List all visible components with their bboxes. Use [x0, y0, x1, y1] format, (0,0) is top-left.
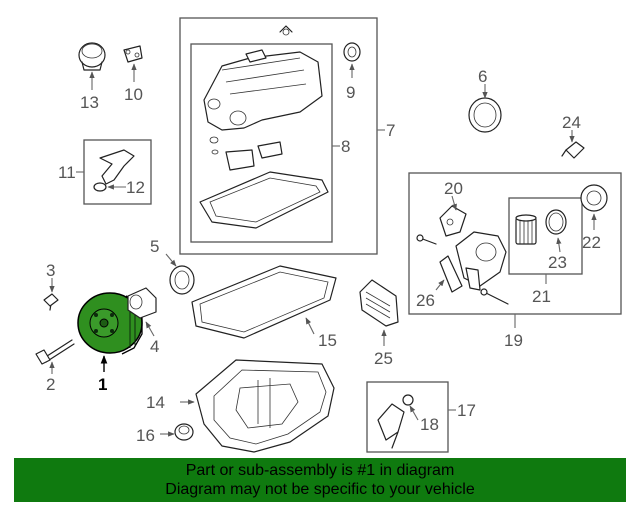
valve-cover-inner-box: [190, 43, 333, 243]
callout-18: 18: [420, 415, 439, 434]
callout-24: 24: [562, 113, 581, 132]
oil-pan-gasket: [191, 265, 337, 339]
callout-19: 19: [504, 331, 523, 350]
callout-14: 14: [146, 393, 165, 412]
valve-cover: [203, 49, 323, 131]
housing-bolt: [416, 234, 437, 245]
oil-filler-cap: [78, 42, 106, 71]
callout-25: 25: [374, 349, 393, 368]
oil-pressure-sensor: [561, 141, 585, 159]
seal-ring-9: [343, 42, 361, 62]
callout-6: 6: [478, 67, 487, 86]
callout-22: 22: [582, 233, 601, 252]
pulley-hub-4: [127, 287, 157, 319]
valve-cover-gasket: [199, 171, 329, 229]
banner-line-2: Diagram may not be specific to your vehi…: [165, 481, 475, 498]
oil-level-sensor: [377, 394, 414, 449]
callout-20: 20: [444, 179, 463, 198]
callout-5: 5: [150, 237, 159, 256]
small-gasket-plate: [123, 45, 143, 63]
bolt-3: [43, 293, 59, 311]
bracket-20: [439, 205, 467, 237]
oil-filter-housing: [455, 231, 507, 291]
callout-26: 26: [416, 291, 435, 310]
callout-11: 11: [58, 163, 76, 182]
bolt-2: [35, 339, 75, 365]
parts-diagram: 1 2 3 4 5 6 7 8 9 10 11 12 13 14 15 16 1…: [35, 17, 622, 453]
oil-pan: [195, 359, 335, 453]
callout-7: 7: [386, 121, 395, 140]
seal-5: [169, 265, 195, 295]
crankshaft-seal: [468, 97, 502, 133]
callout-17: 17: [457, 401, 476, 420]
spark-plug-tube-seals: [225, 141, 283, 171]
callout-3: 3: [46, 261, 55, 280]
drain-plug-16: [174, 423, 194, 441]
callout-13: 13: [80, 93, 99, 112]
banner-line-1: Part or sub-assembly is #1 in diagram: [185, 462, 455, 479]
callout-16: 16: [136, 426, 155, 445]
crankshaft-pulley-highlighted[interactable]: [77, 292, 143, 355]
housing-long-bolt: [480, 288, 509, 305]
callout-21: 21: [532, 287, 551, 306]
callout-12: 12: [126, 178, 145, 197]
dipstick-box: [366, 381, 449, 453]
oil-pipe: [99, 149, 135, 185]
filter-cap-22: [580, 184, 608, 212]
gasket-26: [439, 255, 463, 293]
callout-8: 8: [341, 137, 350, 156]
o-ring-23: [545, 209, 567, 235]
disclaimer-banner: Part or sub-assembly is #1 in diagram Di…: [14, 458, 626, 502]
small-seal-rings: [209, 136, 219, 155]
callout-15: 15: [318, 331, 337, 350]
valve-cover-group-box: [179, 17, 378, 255]
callout-9: 9: [346, 83, 355, 102]
valve-cover-clip: [279, 25, 293, 36]
callout-1[interactable]: 1: [98, 375, 107, 394]
o-ring-12: [93, 182, 107, 192]
oil-filter-element: [515, 214, 537, 245]
callout-10: 10: [124, 85, 143, 104]
callout-2: 2: [46, 375, 55, 394]
oil-cooler: [359, 279, 399, 327]
callout-23: 23: [548, 253, 567, 272]
callout-4: 4: [150, 337, 159, 356]
